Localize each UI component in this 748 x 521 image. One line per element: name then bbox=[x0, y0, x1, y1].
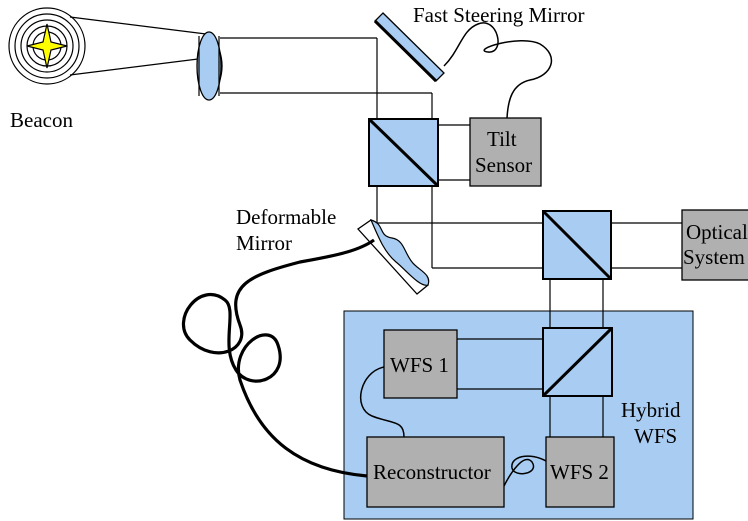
ray-beacon-bottom bbox=[69, 57, 207, 76]
hybrid-wfs-label-2: WFS bbox=[634, 424, 677, 448]
hybrid-wfs-label-1: Hybrid bbox=[621, 398, 681, 422]
wfs1-label: WFS 1 bbox=[390, 353, 449, 377]
fast-steering-mirror bbox=[373, 12, 445, 83]
beacon-source bbox=[8, 7, 86, 85]
optical-system-label-2: System bbox=[683, 245, 745, 269]
ray-beacon-top bbox=[69, 16, 207, 35]
tilt-sensor-box bbox=[469, 117, 542, 187]
beam-splitter-tilt bbox=[367, 117, 440, 188]
deformable-mirror bbox=[357, 219, 430, 295]
beam-splitter-science bbox=[541, 209, 613, 281]
beacon-star-icon bbox=[26, 23, 68, 69]
lens bbox=[196, 31, 222, 101]
wfs2-box bbox=[545, 436, 615, 508]
tilt-sensor-label-1: Tilt bbox=[487, 127, 517, 151]
wfs1-box bbox=[383, 329, 458, 399]
tilt-sensor-label-2: Sensor bbox=[475, 153, 532, 177]
deformable-mirror-label-1: Deformable bbox=[236, 205, 336, 229]
fsm-tilt-cable bbox=[443, 22, 553, 119]
deformable-mirror-label-2: Mirror bbox=[236, 231, 292, 255]
wfs2-label: WFS 2 bbox=[550, 460, 609, 484]
optical-system-box bbox=[681, 209, 748, 281]
wfs2-reconstructor-cable bbox=[503, 455, 547, 487]
beacon-label: Beacon bbox=[10, 108, 73, 132]
fast-steering-mirror-label: Fast Steering Mirror bbox=[413, 3, 584, 27]
wfs1-reconstructor-cable bbox=[359, 366, 405, 438]
reconstructor-label: Reconstructor bbox=[373, 460, 491, 484]
beam-splitter-hybrid bbox=[541, 326, 614, 398]
optical-system-label-1: Optical bbox=[686, 220, 748, 244]
reconstructor-box bbox=[366, 436, 505, 508]
reconstructor-dm-cable bbox=[182, 238, 375, 478]
